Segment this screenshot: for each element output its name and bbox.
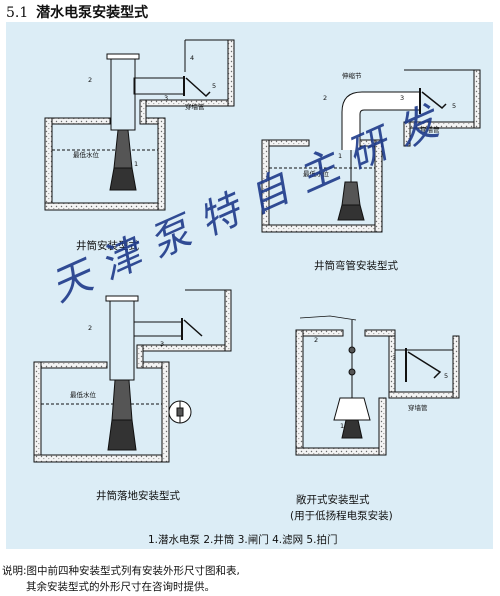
bend-callout-1: 1 [338, 152, 342, 160]
well-callout-3: 3 [164, 94, 168, 102]
bend-callout-2: 2 [323, 94, 327, 102]
bend-callout-3: 3 [400, 94, 404, 102]
section-number: 5.1 [6, 5, 29, 21]
well-min-water-label: 最低水位 [73, 150, 100, 159]
well-diagram [44, 39, 235, 211]
well-caption: 井筒安装型式 [76, 240, 139, 252]
well-callout-4: 4 [190, 54, 194, 62]
bend-caption: 井筒弯管安装型式 [314, 260, 398, 272]
open-callout-5: 5 [444, 372, 448, 380]
bend-diagram [261, 69, 481, 233]
parts-legend: 1.潜水电泵 2.井筒 3.闸门 4.滤网 5.拍门 [148, 534, 338, 546]
open-diagram [295, 315, 460, 456]
bend-wall-pipe-label: 穿墙管 [420, 125, 440, 134]
bend-callout-5: 5 [452, 102, 456, 110]
well-callout-5: 5 [212, 82, 216, 90]
open-caption-line1: 敞开式安装型式 [296, 494, 370, 506]
open-wall-pipe-label: 穿墙管 [408, 403, 428, 412]
note: 说明:图中前四种安装型式列有安装外形尺寸图和表, 其余安装型式的外形尺寸在咨询时… [2, 563, 240, 595]
open-callout-2: 2 [314, 336, 318, 344]
bend-min-water-label: 最低水位 [303, 169, 330, 178]
floor-callout-2: 2 [88, 324, 92, 332]
floor-min-water-label: 最低水位 [70, 390, 97, 399]
section-heading: 潜水电泵安装型式 [36, 5, 149, 21]
section-title: 5.1 潜水电泵安装型式 [6, 2, 148, 22]
floor-callout-3: 3 [160, 340, 164, 348]
open-caption-line2: (用于低扬程电泵安装) [290, 510, 393, 522]
open-callout-3: 3 [392, 354, 396, 362]
well-wall-pipe-label: 穿墙管 [185, 102, 205, 111]
well-callout-1: 1 [134, 160, 138, 168]
floor-diagram [33, 289, 232, 463]
bend-expansion-label: 伸缩节 [342, 71, 362, 80]
note-line-2: 其余安装型式的外形尺寸在咨询时提供。 [26, 581, 215, 593]
well-callout-2: 2 [88, 76, 92, 84]
floor-caption: 井筒落地安装型式 [96, 490, 180, 502]
note-line-1: 说明:图中前四种安装型式列有安装外形尺寸图和表, [2, 565, 240, 577]
open-callout-1: 1 [340, 422, 344, 430]
